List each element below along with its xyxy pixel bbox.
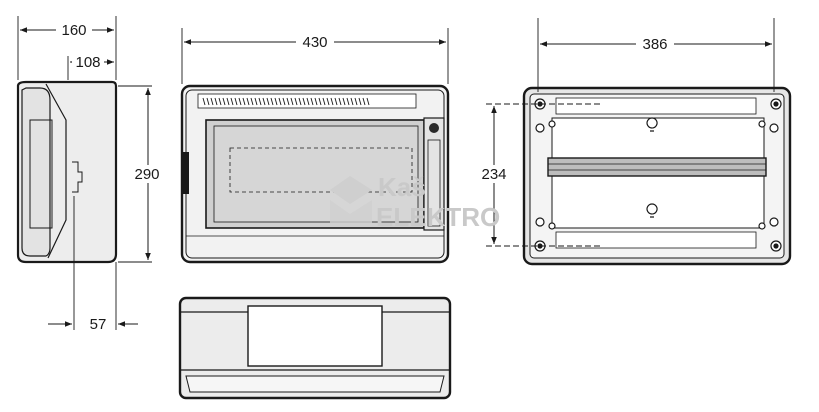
watermark-logo-icon: [330, 176, 372, 224]
watermark-line2: ELEKTRO: [376, 202, 500, 232]
back-view: [522, 86, 792, 266]
din-rail: [547, 157, 767, 177]
watermark-line1: Kaš: [378, 172, 426, 202]
dim-side-depth: 160: [61, 22, 86, 39]
dim-front-height: 290: [134, 166, 159, 183]
dim-front-width: 430: [302, 34, 327, 51]
front-extension-lines: [181, 28, 449, 84]
ventilation-slots: [202, 97, 370, 106]
side-extension-lines: [17, 16, 152, 330]
bottom-view: [178, 296, 452, 400]
back-extension-lines: [486, 18, 775, 247]
dim-side-inner-depth: 108: [75, 54, 100, 71]
watermark: Kaš ELEKTRO: [330, 172, 500, 232]
front-view: [180, 84, 450, 264]
side-view: [16, 80, 118, 264]
dim-side-offset: 57: [90, 316, 107, 333]
dim-back-height: 234: [481, 166, 506, 183]
dim-back-width: 386: [642, 36, 667, 53]
